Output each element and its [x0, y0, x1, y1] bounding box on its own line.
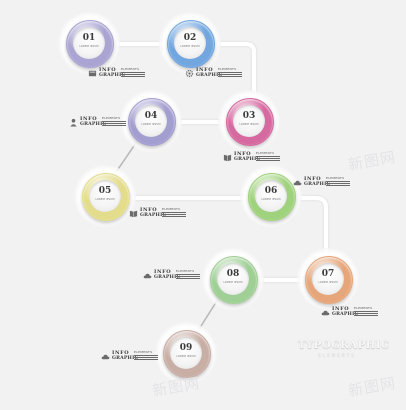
book-icon: [129, 209, 138, 218]
step-03-label: INFO GRAPHIC ELEMENTS: [223, 152, 291, 166]
step-04-node[interactable]: 04 LOREM IPSUM: [120, 90, 182, 152]
step-number: 07: [321, 269, 335, 279]
step-number: 03: [242, 111, 256, 121]
step-caption: LOREM IPSUM: [141, 123, 161, 126]
step-09-label: INFO GRAPHIC ELEMENTS: [101, 351, 169, 365]
step-03-node[interactable]: 03 LOREM IPSUM: [218, 90, 280, 152]
cloud-icon: [321, 308, 330, 317]
gear-icon: [185, 69, 194, 78]
step-01-node[interactable]: 01 LOREM IPSUM: [58, 12, 120, 74]
step-caption: LOREM IPSUM: [261, 198, 281, 201]
step-caption: LOREM IPSUM: [176, 355, 196, 358]
step-number: 08: [226, 269, 240, 279]
step-07-label: INFO GRAPHIC ELEMENTS: [321, 307, 389, 321]
step-number: 09: [179, 343, 193, 353]
title-sub: ELEMENTS: [318, 353, 356, 358]
step-05-node[interactable]: 05 LOREM IPSUM: [74, 165, 136, 227]
step-02-label: INFO GRAPHIC ELEMENTS: [185, 68, 253, 82]
typographic-title: TYPOGRAPHIC ELEMENTS: [298, 340, 390, 364]
step-caption: LOREM IPSUM: [318, 281, 338, 284]
step-04-label: INFO GRAPHIC ELEMENTS: [69, 117, 137, 131]
step-number: 01: [82, 33, 96, 43]
step-06-node[interactable]: 06 LOREM IPSUM: [240, 165, 302, 227]
cloud-icon: [101, 352, 110, 361]
step-number: 04: [144, 111, 158, 121]
document-icon: [88, 69, 97, 78]
cloud-icon: [143, 271, 152, 280]
step-caption: LOREM IPSUM: [95, 198, 115, 201]
step-09-node[interactable]: 09 LOREM IPSUM: [155, 322, 217, 384]
step-08-node[interactable]: 08 LOREM IPSUM: [202, 248, 264, 310]
step-caption: LOREM IPSUM: [79, 45, 99, 48]
step-number: 06: [264, 186, 278, 196]
step-caption: LOREM IPSUM: [180, 45, 200, 48]
step-number: 02: [183, 33, 197, 43]
title-main: TYPOGRAPHIC: [298, 340, 390, 351]
cloud-icon: [293, 178, 302, 187]
person-icon: [69, 118, 78, 127]
step-number: 05: [98, 186, 112, 196]
step-06-label: INFO GRAPHIC ELEMENTS: [293, 177, 361, 191]
step-05-label: INFO GRAPHIC ELEMENTS: [129, 208, 197, 222]
book-icon: [223, 153, 232, 162]
step-02-node[interactable]: 02 LOREM IPSUM: [159, 12, 221, 74]
step-caption: LOREM IPSUM: [239, 123, 259, 126]
step-01-label: INFO GRAPHIC ELEMENTS: [88, 68, 156, 82]
step-caption: LOREM IPSUM: [223, 281, 243, 284]
step-08-label: INFO GRAPHIC ELEMENTS: [143, 270, 211, 284]
step-07-node[interactable]: 07 LOREM IPSUM: [297, 248, 359, 310]
